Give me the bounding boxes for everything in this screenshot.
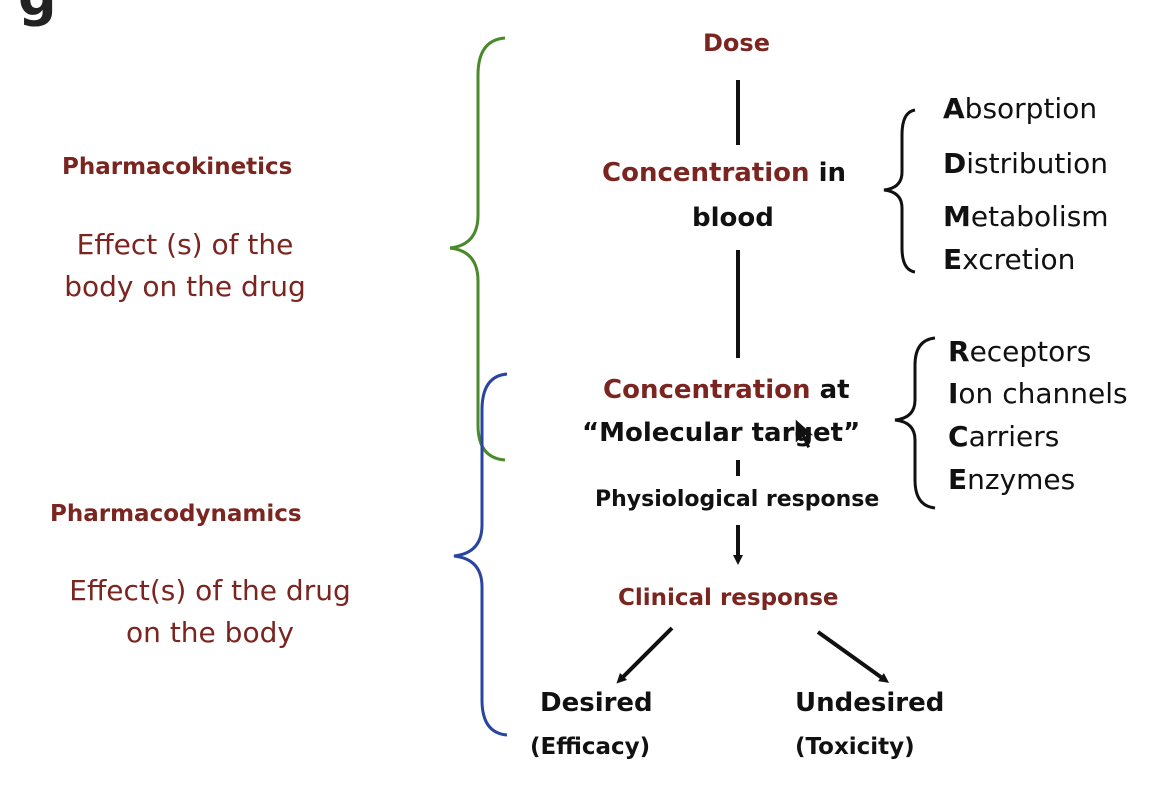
pharmacodynamics-description: Effect(s) of the drug on the body bbox=[69, 574, 351, 649]
concentration-word: Concentration bbox=[602, 158, 810, 188]
rice-brace bbox=[894, 336, 936, 510]
concentration-word-2: Concentration bbox=[603, 375, 811, 405]
adme-item-metabolism: Metabolism bbox=[943, 200, 1109, 233]
pharmacodynamics-brace bbox=[453, 372, 508, 737]
pharmacokinetics-heading: Pharmacokinetics bbox=[62, 154, 293, 180]
adme-item-absorption: Absorption bbox=[943, 92, 1098, 125]
adme-item-distribution: Distribution bbox=[943, 147, 1109, 180]
rice-item-ion-channels: Ion channels bbox=[948, 377, 1128, 410]
in-word: in bbox=[809, 158, 847, 188]
toxicity-label: (Toxicity) bbox=[795, 734, 915, 760]
adme-brace bbox=[883, 108, 916, 274]
rice-item-receptors: Receptors bbox=[948, 335, 1092, 368]
arrow-clinical-desired bbox=[616, 626, 674, 684]
rice-item-enzymes: Enzymes bbox=[948, 463, 1076, 496]
concentration-at-target-label: Concentration at bbox=[603, 377, 850, 403]
rice-item-carriers: Carriers bbox=[948, 420, 1060, 453]
physiological-response-label: Physiological response bbox=[595, 487, 880, 512]
pharmacodynamics-heading: Pharmacodynamics bbox=[50, 501, 302, 527]
mouse-pointer-icon bbox=[794, 416, 817, 451]
concentration-in-blood-label: Concentration in bbox=[602, 160, 846, 186]
title-fragment: g bbox=[18, 0, 57, 24]
pharmacokinetics-description: Effect (s) of the body on the drug bbox=[64, 228, 306, 303]
efficacy-label: (Efficacy) bbox=[530, 734, 651, 760]
adme-item-excretion: Excretion bbox=[943, 243, 1076, 276]
pharmacokinetics-brace bbox=[449, 36, 506, 462]
undesired-label: Undesired bbox=[795, 688, 945, 718]
at-word: at bbox=[810, 375, 850, 405]
clinical-response-label: Clinical response bbox=[618, 585, 839, 611]
molecular-target-label: “Molecular target” bbox=[582, 418, 861, 448]
blood-label: blood bbox=[692, 203, 774, 233]
dose-label: Dose bbox=[703, 29, 770, 57]
arrow-clinical-undesired bbox=[816, 630, 890, 683]
desired-label: Desired bbox=[540, 688, 653, 718]
